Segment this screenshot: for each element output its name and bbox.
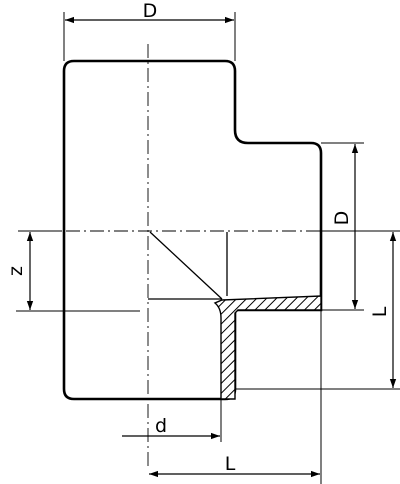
tee-outline [62, 59, 323, 401]
label-D-side: D [331, 211, 353, 226]
extension-lines [16, 12, 400, 484]
wall-section-hatch [213, 295, 322, 400]
label-d: d [155, 415, 167, 437]
center-lines [18, 44, 392, 470]
label-L-side: L [369, 306, 391, 317]
inner-bore-lines [148, 231, 228, 300]
dimension-lines [26, 16, 397, 478]
label-L-bottom: L [225, 453, 236, 475]
label-z: z [5, 266, 27, 276]
label-D-top: D [143, 0, 158, 22]
